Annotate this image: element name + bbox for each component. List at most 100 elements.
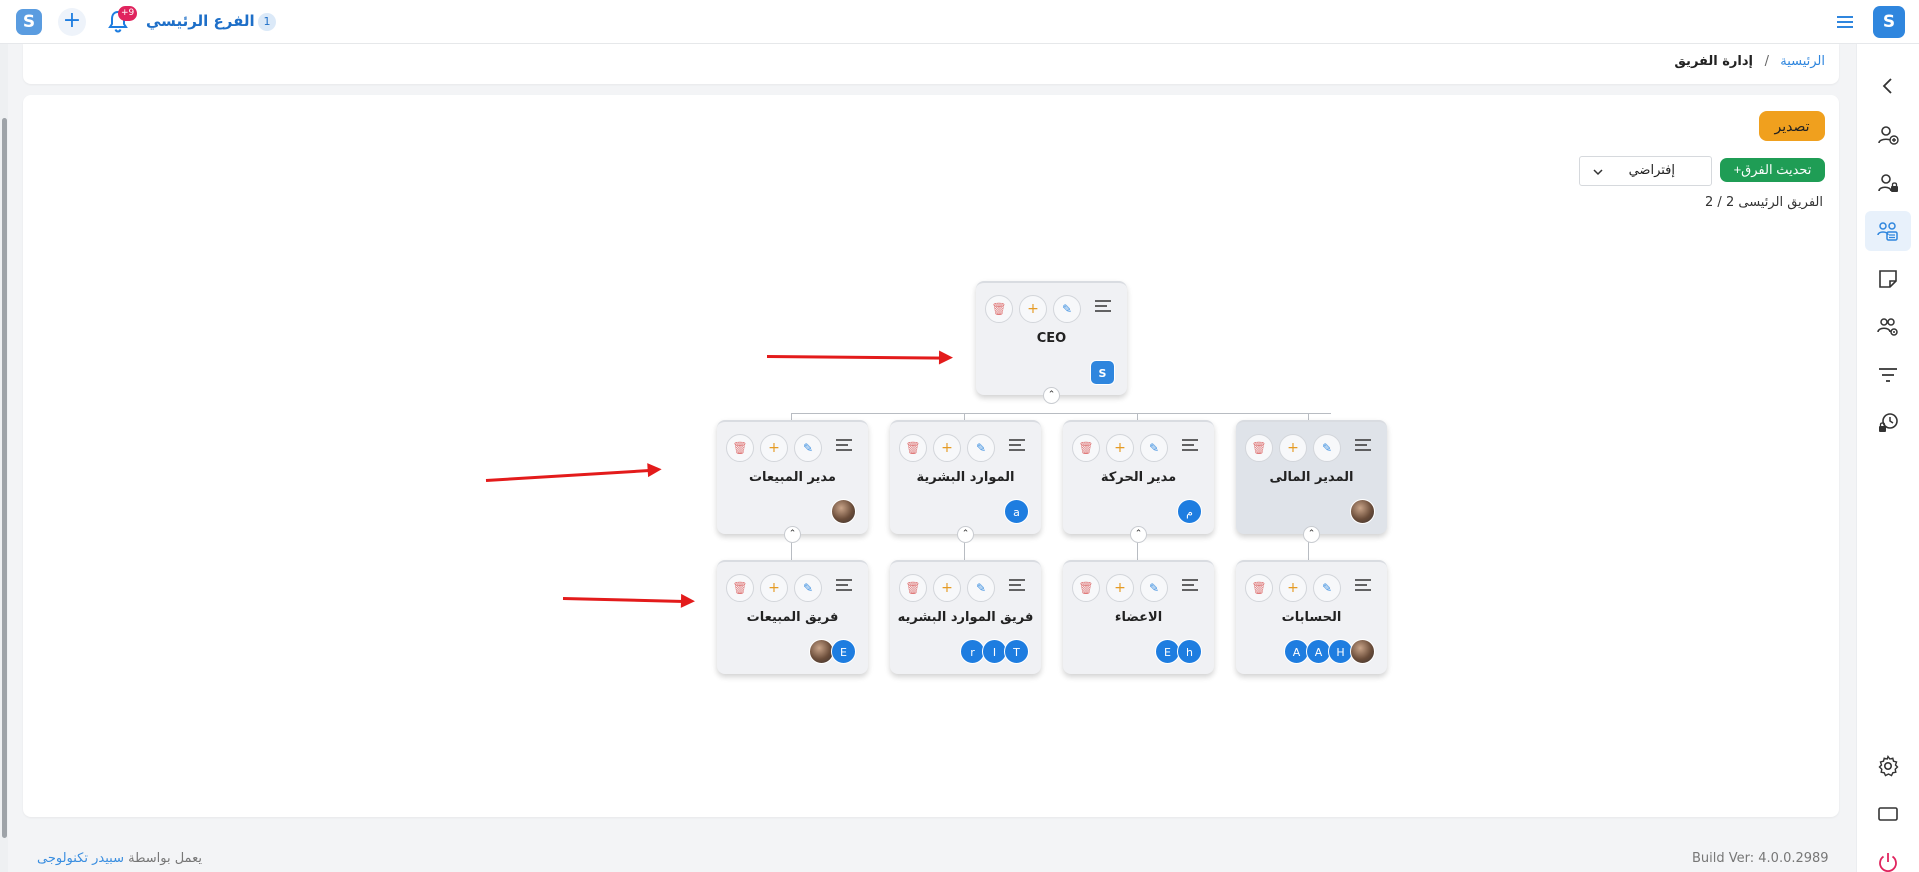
delete-button[interactable]: 🗑 <box>899 574 927 602</box>
menu-icon[interactable] <box>1354 578 1372 594</box>
add-button[interactable]: + <box>933 434 961 462</box>
breadcrumb-current: إدارة الفريق <box>1674 54 1753 69</box>
view-select[interactable]: إفتراضي <box>1579 156 1712 186</box>
edit-button[interactable]: ✎ <box>1313 434 1341 462</box>
add-button[interactable]: + <box>1279 434 1307 462</box>
node-title: المدير المالى <box>1269 470 1354 485</box>
scrollbar-thumb[interactable] <box>2 118 7 838</box>
history-lock-icon <box>1879 413 1898 432</box>
edit-button[interactable]: ✎ <box>967 434 995 462</box>
sidebar-collapse-button[interactable] <box>1865 66 1911 106</box>
edit-button[interactable]: ✎ <box>794 434 822 462</box>
sidebar-item-filter[interactable] <box>1865 355 1911 395</box>
connector-line <box>1308 413 1309 423</box>
app-logo-small[interactable]: S <box>16 9 42 35</box>
node-title: مدير الحركة <box>1100 470 1177 485</box>
build-version: Build Ver: 4.0.0.2989 <box>1692 851 1829 866</box>
user-lock-icon <box>1878 174 1898 192</box>
menu-icon[interactable] <box>1008 438 1026 454</box>
add-button[interactable]: + <box>1019 295 1047 323</box>
sidebar-item-team-management[interactable] <box>1865 211 1911 251</box>
export-button[interactable]: تصدير <box>1759 111 1825 141</box>
menu-icon[interactable] <box>835 438 853 454</box>
sidebar-item-display[interactable] <box>1865 794 1911 834</box>
update-teams-button[interactable]: +تحديث الفرق <box>1720 158 1825 182</box>
sidebar-item-notes[interactable] <box>1865 259 1911 299</box>
add-button[interactable]: + <box>1106 434 1134 462</box>
edit-button[interactable]: ✎ <box>1053 295 1081 323</box>
breadcrumb-home-link[interactable]: الرئيسية <box>1780 54 1825 69</box>
powered-by-link[interactable]: سبيدر تكنولوجى <box>37 851 124 866</box>
connector-line <box>1137 413 1138 423</box>
delete-button[interactable]: 🗑 <box>985 295 1013 323</box>
connector-line <box>964 537 965 564</box>
add-button[interactable]: + <box>58 8 86 36</box>
avatar-group: م <box>1177 499 1202 524</box>
sidebar-item-settings[interactable] <box>1865 746 1911 786</box>
org-node-operations-manager[interactable]: 🗑 + ✎ مدير الحركة م ⌃ <box>1063 420 1214 543</box>
menu-icon[interactable] <box>1181 438 1199 454</box>
edit-button[interactable]: ✎ <box>1313 574 1341 602</box>
annotation-arrow <box>562 597 689 604</box>
delete-button[interactable]: 🗑 <box>1072 434 1100 462</box>
avatar-group: T I r <box>960 639 1029 664</box>
org-chart: 🗑 + ✎ CEO S ⌃ 🗑 + ✎ المدير المالى ⌃ 🗑 + <box>23 95 1839 817</box>
collapse-toggle[interactable]: ⌃ <box>1130 526 1147 543</box>
avatar: H <box>1328 639 1353 664</box>
sidebar-item-add-user[interactable] <box>1865 115 1911 155</box>
collapse-toggle[interactable]: ⌃ <box>957 526 974 543</box>
add-button[interactable]: + <box>933 574 961 602</box>
org-node-members-team[interactable]: 🗑 + ✎ الاعضاء h E <box>1063 560 1214 674</box>
sidebar-item-user-lock[interactable] <box>1865 163 1911 203</box>
org-node-sales-manager[interactable]: 🗑 + ✎ مدير المبيعات ⌃ <box>717 420 868 543</box>
org-node-hr-team[interactable]: 🗑 + ✎ فريق الموارد البشريه T I r <box>890 560 1041 674</box>
avatar: S <box>1090 360 1115 385</box>
delete-button[interactable]: 🗑 <box>726 574 754 602</box>
add-button[interactable]: + <box>760 574 788 602</box>
collapse-toggle[interactable]: ⌃ <box>1043 387 1060 404</box>
menu-icon[interactable] <box>1008 578 1026 594</box>
menu-icon[interactable] <box>835 578 853 594</box>
edit-button[interactable]: ✎ <box>1140 434 1168 462</box>
annotation-arrow <box>766 355 948 360</box>
menu-icon[interactable] <box>1094 299 1112 315</box>
org-node-finance-manager[interactable]: 🗑 + ✎ المدير المالى ⌃ <box>1236 420 1387 543</box>
avatar: a <box>1004 499 1029 524</box>
add-button[interactable]: + <box>760 434 788 462</box>
avatar: م <box>1177 499 1202 524</box>
menu-icon[interactable] <box>1354 438 1372 454</box>
org-node-sales-team[interactable]: 🗑 + ✎ فريق المبيعات E <box>717 560 868 674</box>
sidebar-item-user-settings[interactable] <box>1865 307 1911 347</box>
hamburger-menu-icon[interactable] <box>1836 13 1854 31</box>
add-button[interactable]: + <box>1106 574 1134 602</box>
edit-button[interactable]: ✎ <box>794 574 822 602</box>
delete-button[interactable]: 🗑 <box>899 434 927 462</box>
delete-button[interactable]: 🗑 <box>726 434 754 462</box>
node-title: الحسابات <box>1281 610 1342 625</box>
avatar-group: a <box>1004 499 1029 524</box>
delete-button[interactable]: 🗑 <box>1245 434 1273 462</box>
edit-button[interactable]: ✎ <box>967 574 995 602</box>
avatar: E <box>1155 639 1180 664</box>
app-logo[interactable]: S <box>1873 6 1905 38</box>
collapse-toggle[interactable]: ⌃ <box>784 526 801 543</box>
edit-button[interactable]: ✎ <box>1140 574 1168 602</box>
connector-line <box>791 413 792 423</box>
delete-button[interactable]: 🗑 <box>1072 574 1100 602</box>
avatar-group <box>831 499 856 524</box>
menu-icon[interactable] <box>1181 578 1199 594</box>
team-count-label: 2 / 2 الفريق الرئيسى <box>1705 195 1823 210</box>
avatar-group: S <box>1090 360 1115 385</box>
sidebar-item-logout[interactable] <box>1865 842 1911 872</box>
add-button[interactable]: + <box>1279 574 1307 602</box>
branch-selector[interactable]: الفرع الرئيسي / <box>146 12 265 30</box>
org-node-accounts-team[interactable]: 🗑 + ✎ الحسابات H A A <box>1236 560 1387 674</box>
org-node-ceo[interactable]: 🗑 + ✎ CEO S ⌃ <box>976 281 1127 404</box>
collapse-toggle[interactable]: ⌃ <box>1303 526 1320 543</box>
org-node-hr-manager[interactable]: 🗑 + ✎ الموارد البشرية a ⌃ <box>890 420 1041 543</box>
connector-line <box>791 537 792 564</box>
scrollbar-track[interactable] <box>0 44 8 872</box>
sidebar-item-history[interactable] <box>1865 403 1911 443</box>
avatar-photo <box>1350 499 1375 524</box>
delete-button[interactable]: 🗑 <box>1245 574 1273 602</box>
